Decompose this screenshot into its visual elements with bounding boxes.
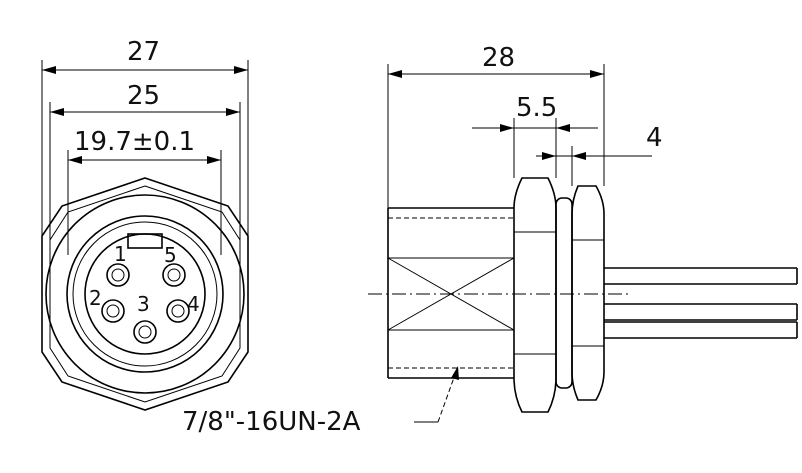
dim-length: 28 — [387, 43, 605, 208]
outer-ring — [45, 194, 245, 394]
hex-nut-side — [513, 177, 557, 413]
dim-flats: 25 — [49, 81, 241, 240]
thread-callout: 7/8"-16UN-2A — [182, 366, 459, 437]
thread-label: 7/8"-16UN-2A — [182, 407, 361, 437]
pin-label-2: 2 — [89, 286, 102, 310]
pin-label-3: 3 — [137, 292, 150, 316]
dim-inner: 19.7±0.1 — [67, 127, 222, 255]
pin-4 — [166, 299, 190, 323]
pin-1 — [106, 263, 130, 287]
pin-2 — [101, 299, 125, 323]
pin-3 — [133, 320, 157, 344]
washer — [555, 197, 573, 389]
dim-length-label: 28 — [482, 43, 515, 73]
side-view: 28 5.5 4 7/8"-16UN-2A — [182, 43, 798, 437]
thread-ring — [72, 221, 218, 367]
dim-flats-label: 25 — [127, 81, 160, 111]
dim-flange: 4 — [536, 123, 663, 186]
dim-flange-label: 4 — [646, 123, 663, 153]
flange — [571, 185, 605, 401]
front-view: 1 5 2 3 4 27 25 19.7 — [41, 37, 249, 411]
dim-outer-label: 27 — [127, 37, 160, 67]
dim-nut: 5.5 — [472, 93, 598, 178]
pins — [101, 263, 190, 344]
dim-outer: 27 — [41, 37, 249, 236]
pin-label-5: 5 — [164, 243, 177, 267]
dim-nut-label: 5.5 — [516, 93, 557, 123]
threaded-body — [387, 207, 515, 379]
keying-notch — [127, 233, 163, 249]
body-ring — [66, 215, 224, 373]
hex-outline — [41, 177, 249, 411]
wire-leads — [604, 267, 798, 339]
pin-5 — [162, 263, 186, 287]
dim-inner-label: 19.7±0.1 — [74, 127, 195, 157]
hex-inner-outline — [49, 185, 241, 403]
pin-label-4: 4 — [187, 292, 200, 316]
pin-label-1: 1 — [114, 242, 127, 266]
